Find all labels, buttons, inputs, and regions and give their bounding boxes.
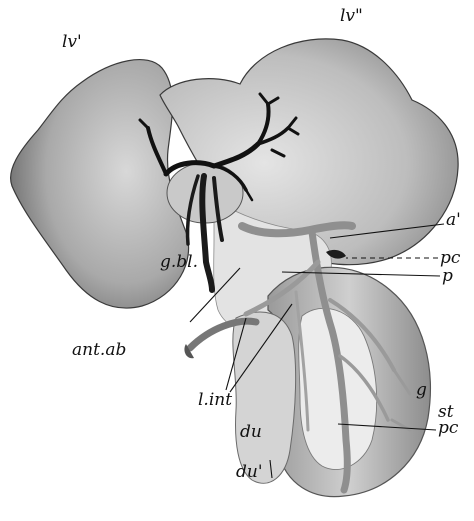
label-gall-bladder: g.bl.: [160, 254, 198, 271]
label-g: g: [416, 382, 427, 399]
label-p: p: [442, 268, 453, 285]
label-a-prime: a': [446, 212, 461, 229]
label-l-int: l.int: [198, 392, 232, 409]
label-ant-ab: ant.ab: [72, 342, 126, 359]
label-lv-double-prime: lv": [340, 8, 363, 25]
label-pc-lower: pc: [438, 420, 458, 437]
label-du: du: [240, 424, 262, 441]
label-lv-prime: lv': [62, 34, 82, 51]
label-pc-upper: pc: [440, 250, 460, 267]
label-du-prime: du': [236, 464, 263, 481]
duodenum-segment: [233, 312, 296, 483]
